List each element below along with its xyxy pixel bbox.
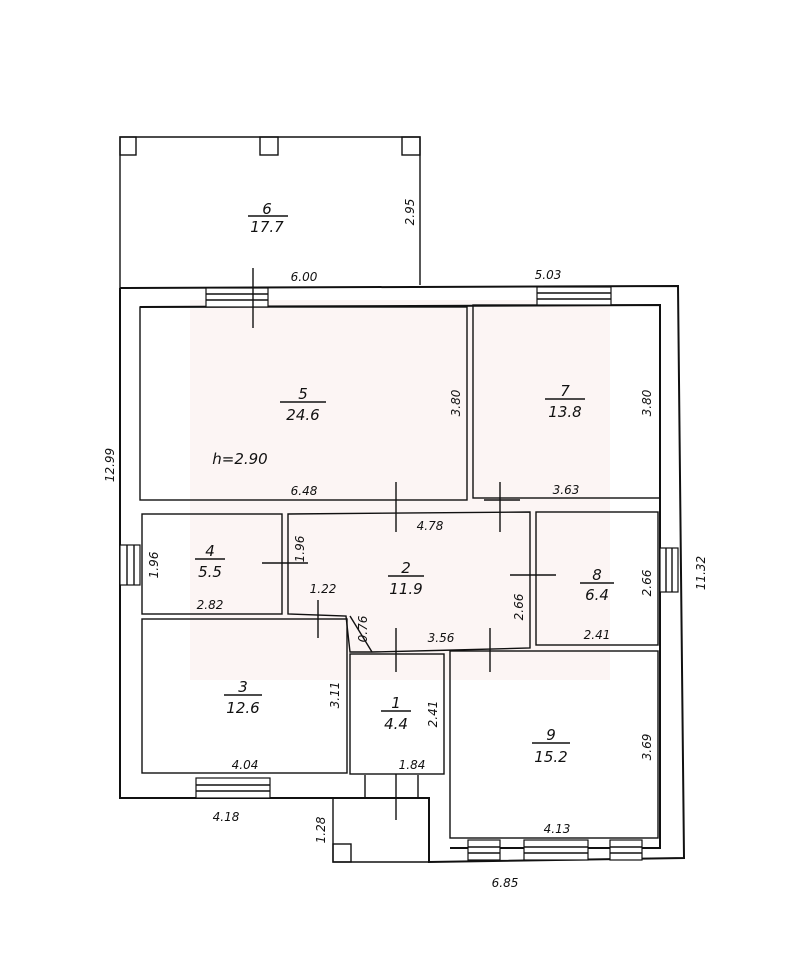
dim-room7-height: 3.80: [640, 389, 654, 416]
dim-room2-right-height: 2.66: [512, 593, 526, 620]
room-3-area: 12.6: [226, 699, 259, 717]
room-4-area: 5.5: [198, 563, 222, 581]
dim-room3-width: 4.04: [232, 758, 259, 772]
room-6-area: 17.7: [250, 218, 284, 236]
dim-left-height: 12.99: [103, 448, 117, 482]
dim-room5-width: 6.48: [291, 484, 318, 498]
dim-room2-left-height: 1.96: [293, 535, 307, 562]
room-8-outline: [535, 511, 659, 646]
dim-porch-depth: 1.28: [314, 816, 328, 843]
room-5-area: 24.6: [286, 406, 319, 424]
room-5-number: 5: [298, 385, 308, 403]
room-7-area: 13.8: [548, 403, 581, 421]
room-7-number: 7: [560, 382, 570, 400]
room-9-area: 15.2: [534, 748, 567, 766]
dim-top-left-width: 6.00: [291, 270, 318, 284]
room-1-area: 4.4: [384, 715, 408, 733]
dim-room1-height: 2.41: [426, 701, 440, 728]
room-6-number: 6: [262, 200, 272, 218]
room-1-outline: [349, 653, 445, 775]
room-9-number: 9: [546, 726, 556, 744]
porch: [332, 775, 429, 863]
dim-room4-height: 1.96: [147, 551, 161, 578]
dim-room8-width: 2.41: [584, 628, 611, 642]
room-4-outline: [141, 513, 283, 615]
dimension-labels: 6.00 5.03 6.48 3.63 4.78 1.22 2.82 3.56 …: [197, 268, 611, 890]
room-labels: 6 17.7 5 24.6 h=2.90 7 13.8 4 5.5 2 11.9…: [195, 200, 614, 766]
dim-terrace-depth: 2.95: [403, 199, 417, 226]
dim-top-right-width: 5.03: [535, 268, 562, 282]
dim-room2-step: 1.22: [310, 582, 337, 596]
watermark: [190, 300, 610, 680]
dim-room4-width: 2.82: [197, 598, 224, 612]
dim-room8-height: 2.66: [640, 569, 654, 596]
dim-room3-height: 3.11: [328, 682, 342, 709]
room-4-number: 4: [205, 542, 215, 560]
dim-room9-height: 3.69: [640, 734, 654, 761]
dim-bottom-width: 6.85: [492, 876, 519, 890]
room-9-outline: [449, 650, 659, 839]
dim-room2-small: 0.76: [356, 615, 370, 642]
room-3-number: 3: [238, 678, 248, 696]
dim-room2-bottom-width: 3.56: [428, 631, 455, 645]
room-2-number: 2: [401, 559, 411, 577]
room-5-outline: [139, 306, 468, 501]
room-8-area: 6.4: [585, 586, 609, 604]
dim-right-height: 11.32: [694, 556, 708, 590]
windows: [119, 286, 679, 861]
room-8-number: 8: [592, 566, 602, 584]
dim-room5-height: 3.80: [449, 389, 463, 416]
room-3-outline: [141, 618, 348, 774]
terrace-outline: [119, 136, 421, 288]
room-1-number: 1: [391, 694, 401, 712]
dim-room9-width: 4.13: [544, 822, 571, 836]
vertical-dimension-labels: 2.95 12.99 3.80 3.80 1.96 1.96 0.76 2.66…: [103, 199, 708, 844]
dim-room2-width: 4.78: [417, 519, 444, 533]
door-markers: [252, 268, 556, 820]
room-2-area: 11.9: [389, 580, 422, 598]
dim-room1-width: 1.84: [399, 758, 426, 772]
dim-bottom-left-width: 4.18: [213, 810, 240, 824]
dim-room7-width: 3.63: [553, 483, 580, 497]
ceiling-height: h=2.90: [212, 450, 267, 468]
